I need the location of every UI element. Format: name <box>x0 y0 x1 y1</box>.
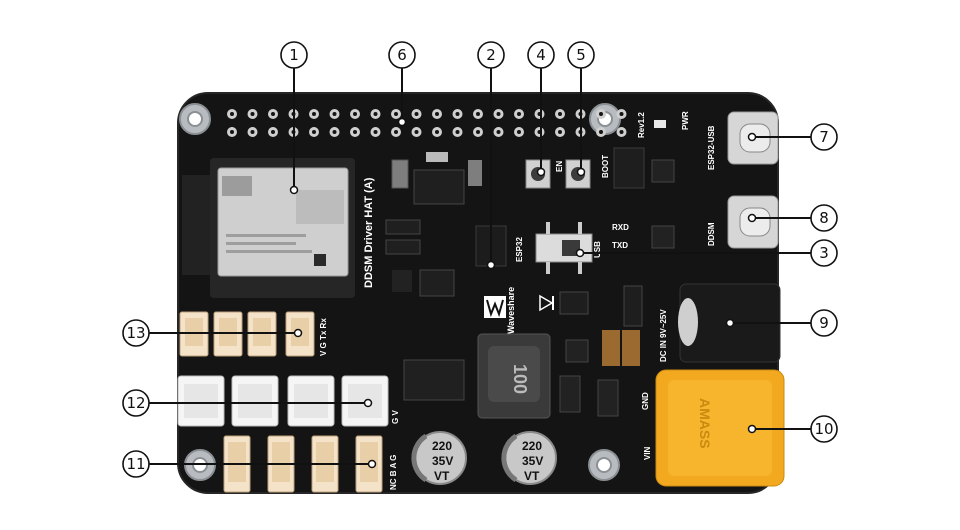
callout-number: 4 <box>536 46 546 64</box>
callout-circle <box>122 389 150 417</box>
callout-number: 7 <box>819 128 829 146</box>
capacitor-1 <box>411 431 467 485</box>
brand-label: Waveshare <box>506 287 516 334</box>
callout-circle <box>810 123 838 151</box>
vin-label: VIN <box>643 446 652 460</box>
cap2-line1: 220 <box>522 439 542 453</box>
ddsm-label: DDSM <box>707 222 716 246</box>
callout-circle <box>122 450 150 478</box>
callout-number: 9 <box>819 314 829 332</box>
motor-pin-label: NC B A G <box>389 455 398 490</box>
servo-connector[interactable] <box>287 375 335 427</box>
callout-number: 13 <box>126 324 145 342</box>
pwr-label: PWR <box>681 111 690 130</box>
callout-circle <box>810 415 838 443</box>
uart-pin-label: V G Tx Rx <box>319 318 328 356</box>
diode-marking <box>539 291 589 315</box>
regulator-area <box>385 152 507 297</box>
capacitor-2 <box>501 431 557 485</box>
txd-label: TXD <box>612 241 628 250</box>
callout-number: 5 <box>576 46 586 64</box>
boot-label: BOOT <box>601 155 610 178</box>
cap2-line2: 35V <box>522 454 543 468</box>
smd-parts <box>403 330 640 417</box>
callout-circle <box>810 309 838 337</box>
gpio-header <box>227 109 627 137</box>
callout-circle <box>280 41 308 69</box>
callout-number: 2 <box>486 46 496 64</box>
callout-circle <box>388 41 416 69</box>
servo-connector-row[interactable] <box>177 375 389 427</box>
callout-circle <box>527 41 555 69</box>
servo-pin-label: G V <box>391 410 400 424</box>
xt60-connector[interactable] <box>655 369 785 487</box>
cap1-line3: VT <box>434 469 450 483</box>
rev-label: Rev1.2 <box>637 112 646 138</box>
inductor-marking: 100 <box>510 364 530 394</box>
xt60-brand: AMASS <box>697 398 713 449</box>
esp32-usb-label: ESP32-USB <box>707 125 716 170</box>
usb-area-parts <box>613 120 675 249</box>
callout-number: 6 <box>397 46 407 64</box>
callout-number: 8 <box>819 209 829 227</box>
esp32-usb-switch[interactable] <box>535 222 593 274</box>
waveshare-logo <box>484 296 506 318</box>
callout-number: 12 <box>126 394 145 412</box>
callout-number: 3 <box>819 244 829 262</box>
rxd-label: RXD <box>612 223 629 232</box>
callout-number: 10 <box>814 420 833 438</box>
callout-circle <box>810 239 838 267</box>
callout-circle <box>567 41 595 69</box>
servo-connector[interactable] <box>231 375 279 427</box>
callout-circle <box>810 204 838 232</box>
callout-number: 11 <box>126 455 145 473</box>
callout-number: 1 <box>289 46 299 64</box>
board-title: DDSM Driver HAT (A) <box>363 177 375 288</box>
gnd-label: GND <box>641 392 650 410</box>
cap2-line3: VT <box>524 469 540 483</box>
dc-in-label: DC IN 9V~25V <box>659 309 668 362</box>
servo-connector[interactable] <box>177 375 225 427</box>
cap1-line1: 220 <box>432 439 452 453</box>
callout-circle <box>477 41 505 69</box>
inductor <box>477 333 551 419</box>
en-label: EN <box>555 161 564 172</box>
callout-circle <box>122 319 150 347</box>
cap1-line2: 35V <box>432 454 453 468</box>
esp32-module <box>182 158 355 298</box>
usb-switch-label: USB <box>593 241 602 258</box>
esp32-switch-label: ESP32 <box>515 237 524 262</box>
